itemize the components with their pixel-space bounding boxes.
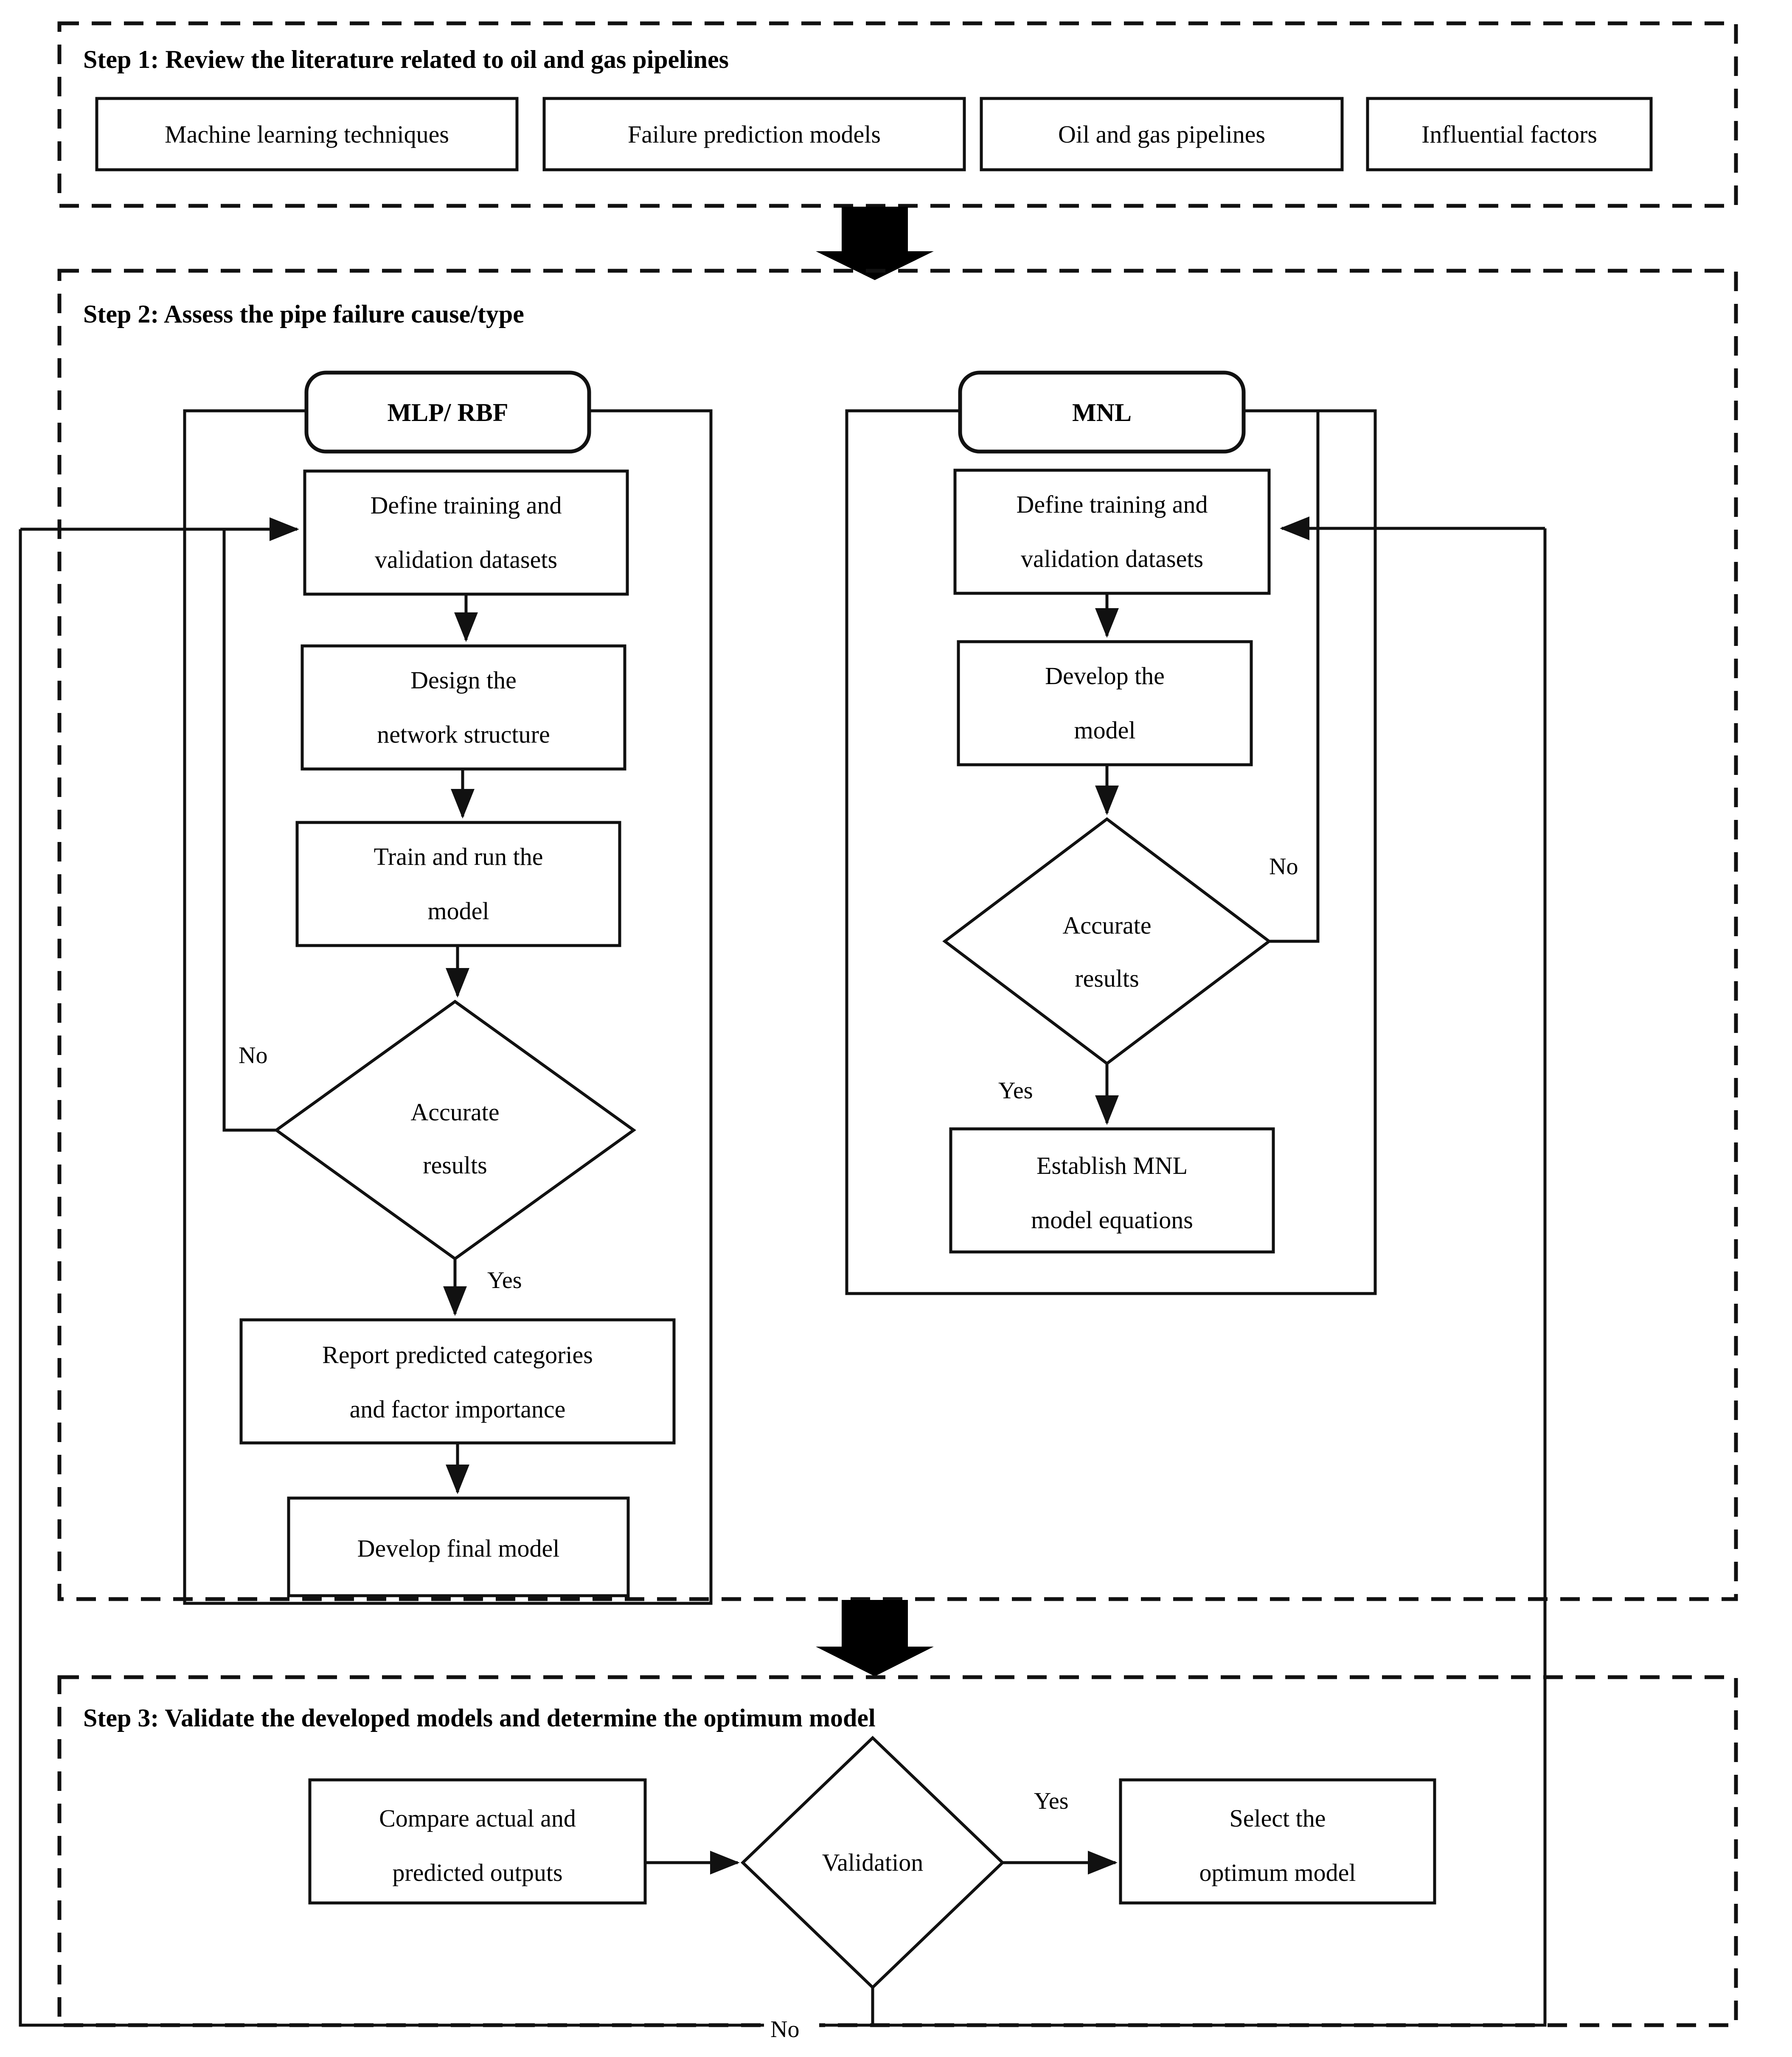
mlp-decision-line2: results xyxy=(423,1151,487,1179)
mnl-node-3-line2: model equations xyxy=(1031,1206,1193,1234)
no-label-mask xyxy=(764,2014,819,2047)
step3-node-select-optimum xyxy=(1119,1778,1436,1905)
step2-title: Step 2: Assess the pipe failure cause/ty… xyxy=(83,300,524,328)
mlp-node-4-line2: and factor importance xyxy=(350,1395,566,1423)
step3-no-loop-left xyxy=(19,529,874,2027)
mnl-edge-label-no: No xyxy=(1269,853,1298,880)
mnl-node-1-line2: validation datasets xyxy=(1021,545,1203,572)
block-arrow-step2-step3 xyxy=(816,1600,934,1676)
mlp-node-3-line1: Train and run the xyxy=(374,843,543,870)
step1-box-4-label: Influential factors xyxy=(1421,121,1597,148)
step3-edge-label-yes: Yes xyxy=(1034,1788,1068,1814)
mlp-node-1-line2: validation datasets xyxy=(375,546,557,573)
mlp-edge-label-yes: Yes xyxy=(487,1267,522,1294)
step3-node-1-line1: Compare actual and xyxy=(379,1804,576,1832)
step1-box-2 xyxy=(542,97,966,171)
mnl-decision-line1: Accurate xyxy=(1062,912,1151,939)
mlp-node-2-line1: Design the xyxy=(410,666,517,694)
mlp-node-4-line1: Report predicted categories xyxy=(322,1341,593,1369)
step1-box-1-label: Machine learning techniques xyxy=(165,121,449,148)
mnl-branch-title: MNL xyxy=(1072,398,1132,427)
step1-title: Step 1: Review the literature related to… xyxy=(83,45,729,73)
step3-node-1-line2: predicted outputs xyxy=(392,1859,562,1886)
step3-title: Step 3: Validate the developed models an… xyxy=(83,1704,876,1732)
mnl-node-2-line1: Develop the xyxy=(1045,662,1165,690)
mlp-node-define-datasets xyxy=(303,469,629,596)
mlp-node-train-run xyxy=(295,821,621,947)
mlp-node-1-line1: Define training and xyxy=(371,491,562,519)
step1-box-3-label: Oil and gas pipelines xyxy=(1058,121,1265,148)
mnl-node-define-datasets xyxy=(953,469,1271,595)
block-arrow-step1-step2 xyxy=(816,207,934,280)
step2-container xyxy=(57,269,1738,1601)
step3-node-compare xyxy=(308,1778,647,1905)
step3-decision-label: Validation xyxy=(822,1849,923,1876)
step1-box-3 xyxy=(980,97,1344,171)
mlp-no-loop xyxy=(222,529,276,1132)
mlp-node-report-categories xyxy=(239,1318,676,1445)
mnl-node-develop-model xyxy=(957,640,1253,766)
step3-node-2-line1: Select the xyxy=(1229,1804,1326,1832)
mnl-no-loop xyxy=(1269,411,1320,943)
mlp-decision-line1: Accurate xyxy=(410,1098,499,1126)
mnl-edge-label-yes: Yes xyxy=(998,1078,1033,1104)
mlp-node-design-network xyxy=(301,644,626,771)
step1-container xyxy=(57,21,1738,208)
step3-container xyxy=(57,1675,1738,2027)
mlp-edge-label-no: No xyxy=(239,1042,267,1069)
mnl-node-3-line1: Establish MNL xyxy=(1036,1152,1188,1179)
mlp-node-3-line2: model xyxy=(428,897,489,925)
mlp-branch-title: MLP/ RBF xyxy=(388,398,508,427)
mlp-node-5-label: Develop final model xyxy=(357,1535,560,1562)
step1-box-4 xyxy=(1366,97,1653,171)
mnl-node-1-line1: Define training and xyxy=(1017,491,1208,518)
step1-box-1 xyxy=(95,97,519,171)
mnl-node-establish-equations xyxy=(949,1127,1275,1254)
step3-no-loop-right xyxy=(873,528,1547,2027)
step1-box-2-label: Failure prediction models xyxy=(628,121,881,148)
step3-node-2-line2: optimum model xyxy=(1199,1859,1356,1886)
mnl-decision-line2: results xyxy=(1075,965,1139,992)
mlp-node-2-line2: network structure xyxy=(377,721,550,748)
mnl-node-2-line2: model xyxy=(1074,716,1136,744)
mlp-node-develop-final-model xyxy=(287,1496,630,1597)
